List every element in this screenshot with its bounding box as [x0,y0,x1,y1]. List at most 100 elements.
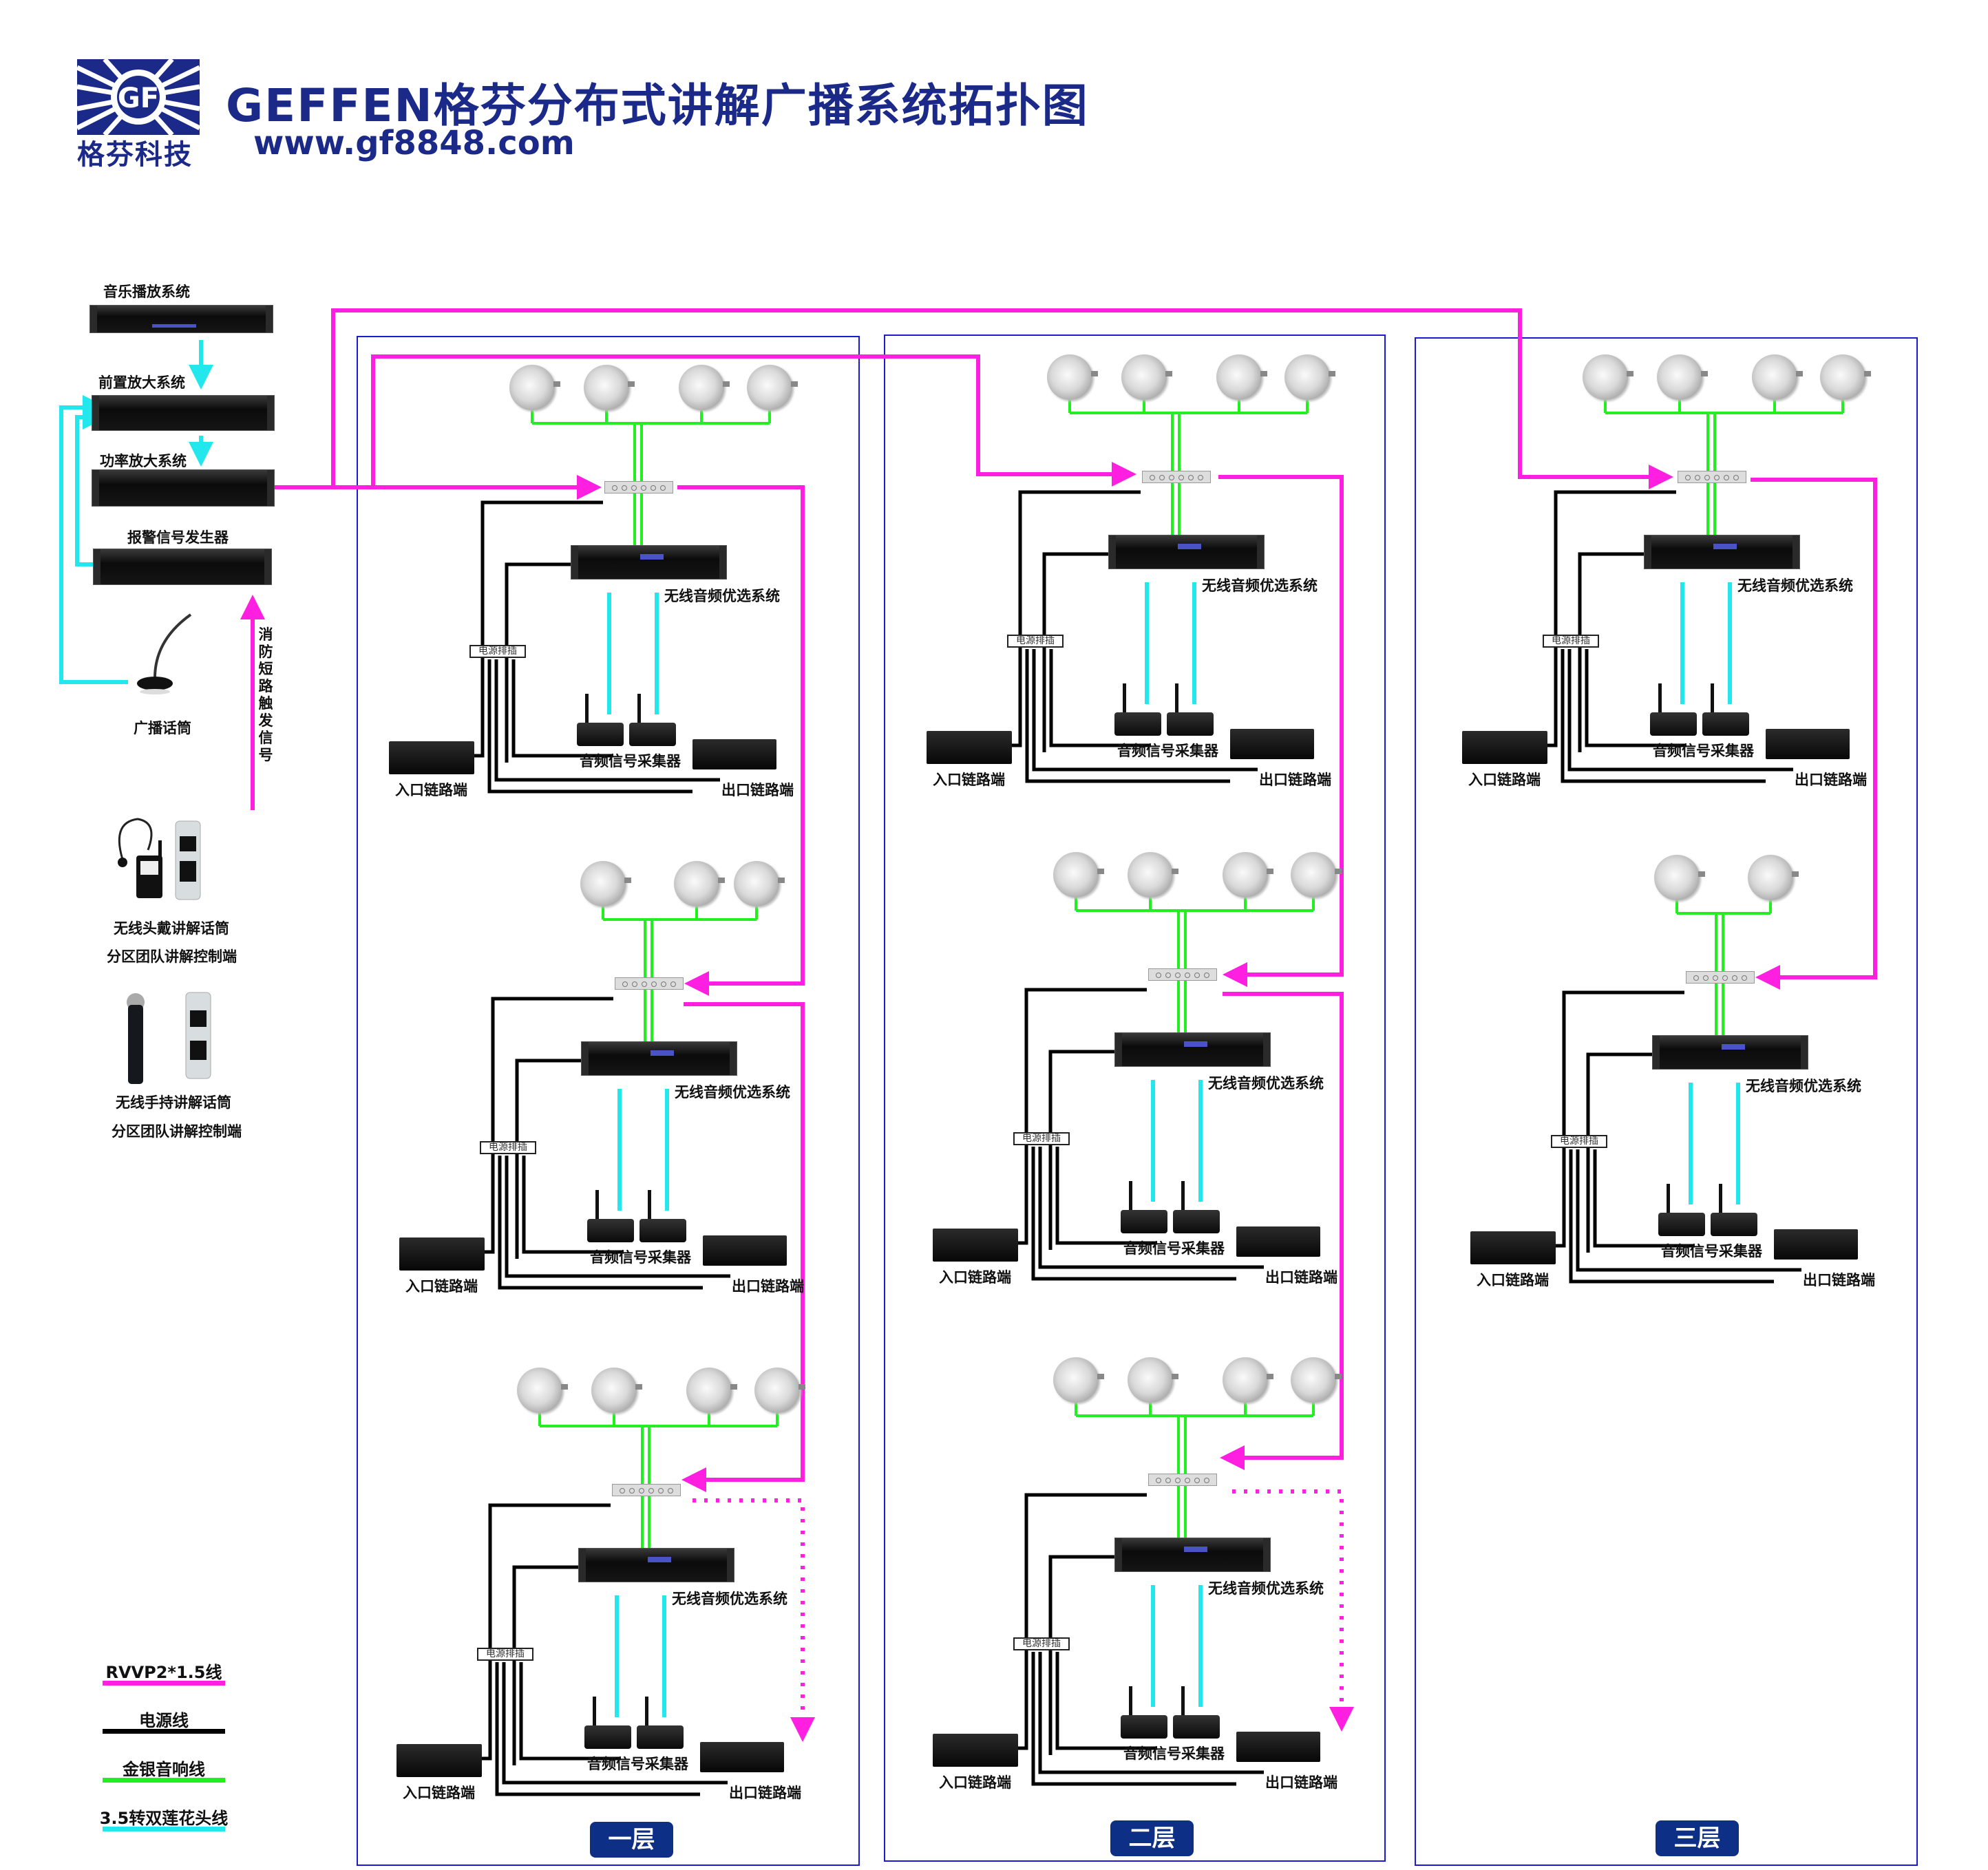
signal-collector-device[interactable] [637,1697,684,1750]
ceiling-speaker-icon[interactable] [517,1368,568,1413]
signal-collector-device[interactable] [587,1190,634,1244]
ceiling-speaker-icon[interactable] [1820,354,1871,400]
ceiling-speaker-icon[interactable] [1047,354,1098,400]
floor-badge-3[interactable]: 三层 [1656,1820,1739,1856]
power-strip[interactable]: 电源排插 [1543,635,1599,648]
ceiling-speaker-icon[interactable] [1128,1357,1178,1403]
ceiling-speaker-icon[interactable] [1121,354,1172,400]
preamp-device[interactable] [92,395,275,431]
ceiling-speaker-icon[interactable] [509,365,560,410]
junction-box[interactable] [1148,1474,1217,1486]
entry-link-device[interactable] [933,1229,1018,1262]
entry-link-device[interactable] [1462,731,1547,764]
ceiling-speaker-icon[interactable] [1053,1357,1104,1403]
wireless-audio-selector-device[interactable] [1108,535,1265,569]
ceiling-speaker-icon[interactable] [1657,354,1708,400]
alarm-generator-device[interactable] [93,549,272,585]
exit-link-device[interactable] [700,1742,784,1772]
signal-collector-device[interactable] [1121,1686,1167,1740]
power-strip[interactable]: 电源排插 [477,1648,533,1661]
wireless-audio-selector-device[interactable] [1652,1035,1808,1070]
exit-link-device[interactable] [703,1235,787,1266]
ceiling-speaker-icon[interactable] [584,365,635,410]
ceiling-speaker-icon[interactable] [1748,855,1799,900]
floor-badge-2[interactable]: 二层 [1110,1820,1194,1856]
signal-collector-device[interactable] [1173,1181,1220,1235]
junction-box[interactable] [604,481,673,493]
entry-link-device[interactable] [399,1237,485,1271]
entry-link-device[interactable] [396,1744,482,1777]
signal-collector-device[interactable] [639,1190,686,1244]
power-strip[interactable]: 电源排插 [1013,1132,1070,1145]
signal-collector-device[interactable] [629,694,676,747]
ceiling-speaker-icon[interactable] [1053,852,1104,897]
power-strip[interactable]: 电源排插 [1013,1637,1070,1650]
ceiling-speaker-icon[interactable] [591,1368,642,1413]
power-strip[interactable]: 电源排插 [1007,635,1064,648]
terminal-icon [1178,475,1184,480]
ceiling-speaker-icon[interactable] [1654,855,1705,900]
wireless-audio-selector-device[interactable] [578,1548,734,1582]
wireless-audio-selector-device[interactable] [571,545,727,580]
wireless-audio-selector-device[interactable] [1644,535,1800,569]
exit-link-device[interactable] [1774,1229,1858,1260]
signal-collector-device[interactable] [1702,683,1749,737]
signal-collector-device[interactable] [1121,1181,1167,1235]
ceiling-speaker-icon[interactable] [679,365,730,410]
ceiling-speaker-icon[interactable] [1128,852,1178,897]
ceiling-speaker-icon[interactable] [1284,354,1335,400]
signal-collector-device[interactable] [577,694,624,747]
junction-box[interactable] [1678,471,1746,483]
wireless-audio-selector-device[interactable] [1114,1538,1271,1572]
ceiling-speaker-icon[interactable] [1223,852,1273,897]
signal-collector-device[interactable] [1114,683,1161,737]
signal-collector-device[interactable] [1173,1686,1220,1740]
ceiling-speaker-icon[interactable] [1583,354,1633,400]
entry-label: 入口链路端 [933,772,1005,788]
power-strip[interactable]: 电源排插 [480,1141,536,1154]
ceiling-speaker-icon[interactable] [734,861,785,906]
entry-link-device[interactable] [389,741,474,774]
ceiling-speaker-icon[interactable] [1216,354,1267,400]
music-player-device[interactable] [89,305,273,333]
exit-link-device[interactable] [692,739,776,769]
ceiling-speaker-icon[interactable] [674,861,725,906]
ceiling-speaker-icon[interactable] [1752,354,1803,400]
power-cable [1547,490,1793,783]
signal-collector-device[interactable] [1650,683,1697,737]
junction-box[interactable] [1686,971,1755,984]
exit-link-device[interactable] [1236,1226,1320,1257]
ceiling-speaker-icon[interactable] [1291,852,1342,897]
ceiling-speaker-icon[interactable] [747,365,798,410]
exit-link-device[interactable] [1236,1732,1320,1762]
ceiling-speaker-icon[interactable] [1223,1357,1273,1403]
website-url[interactable]: www.gf8848.com [253,124,575,162]
junction-box[interactable] [1148,968,1217,981]
exit-link-device[interactable] [1766,729,1850,759]
signal-collector-device[interactable] [1658,1184,1705,1237]
ceiling-speaker-icon[interactable] [1291,1357,1342,1403]
ceiling-speaker-icon[interactable] [686,1368,737,1413]
entry-link-device[interactable] [927,731,1012,764]
wireless-audio-selector-device[interactable] [1114,1032,1271,1067]
wireless-audio-selector-device[interactable] [581,1041,737,1076]
ceiling-speaker-icon[interactable] [580,861,631,906]
junction-box[interactable] [1142,471,1211,483]
junction-box[interactable] [615,977,684,990]
entry-link-device[interactable] [1470,1231,1556,1264]
terminal-icon [661,981,666,987]
signal-collector-device[interactable] [1167,683,1214,737]
signal-collector-device[interactable] [584,1697,631,1750]
power-strip[interactable]: 电源排插 [1551,1135,1607,1148]
power-strip[interactable]: 电源排插 [469,645,526,658]
ceiling-speaker-icon[interactable] [754,1368,805,1413]
power-amp-device[interactable] [92,469,275,507]
junction-box[interactable] [612,1484,681,1496]
floor-badge-1[interactable]: 一层 [590,1822,673,1858]
entry-link-device[interactable] [933,1734,1018,1767]
exit-label: 出口链路端 [1803,1272,1875,1288]
signal-collector-device[interactable] [1711,1184,1757,1237]
exit-link-device[interactable] [1230,729,1314,759]
paging-microphone-icon[interactable] [134,609,196,699]
unit-wiring [1018,897,1315,1281]
